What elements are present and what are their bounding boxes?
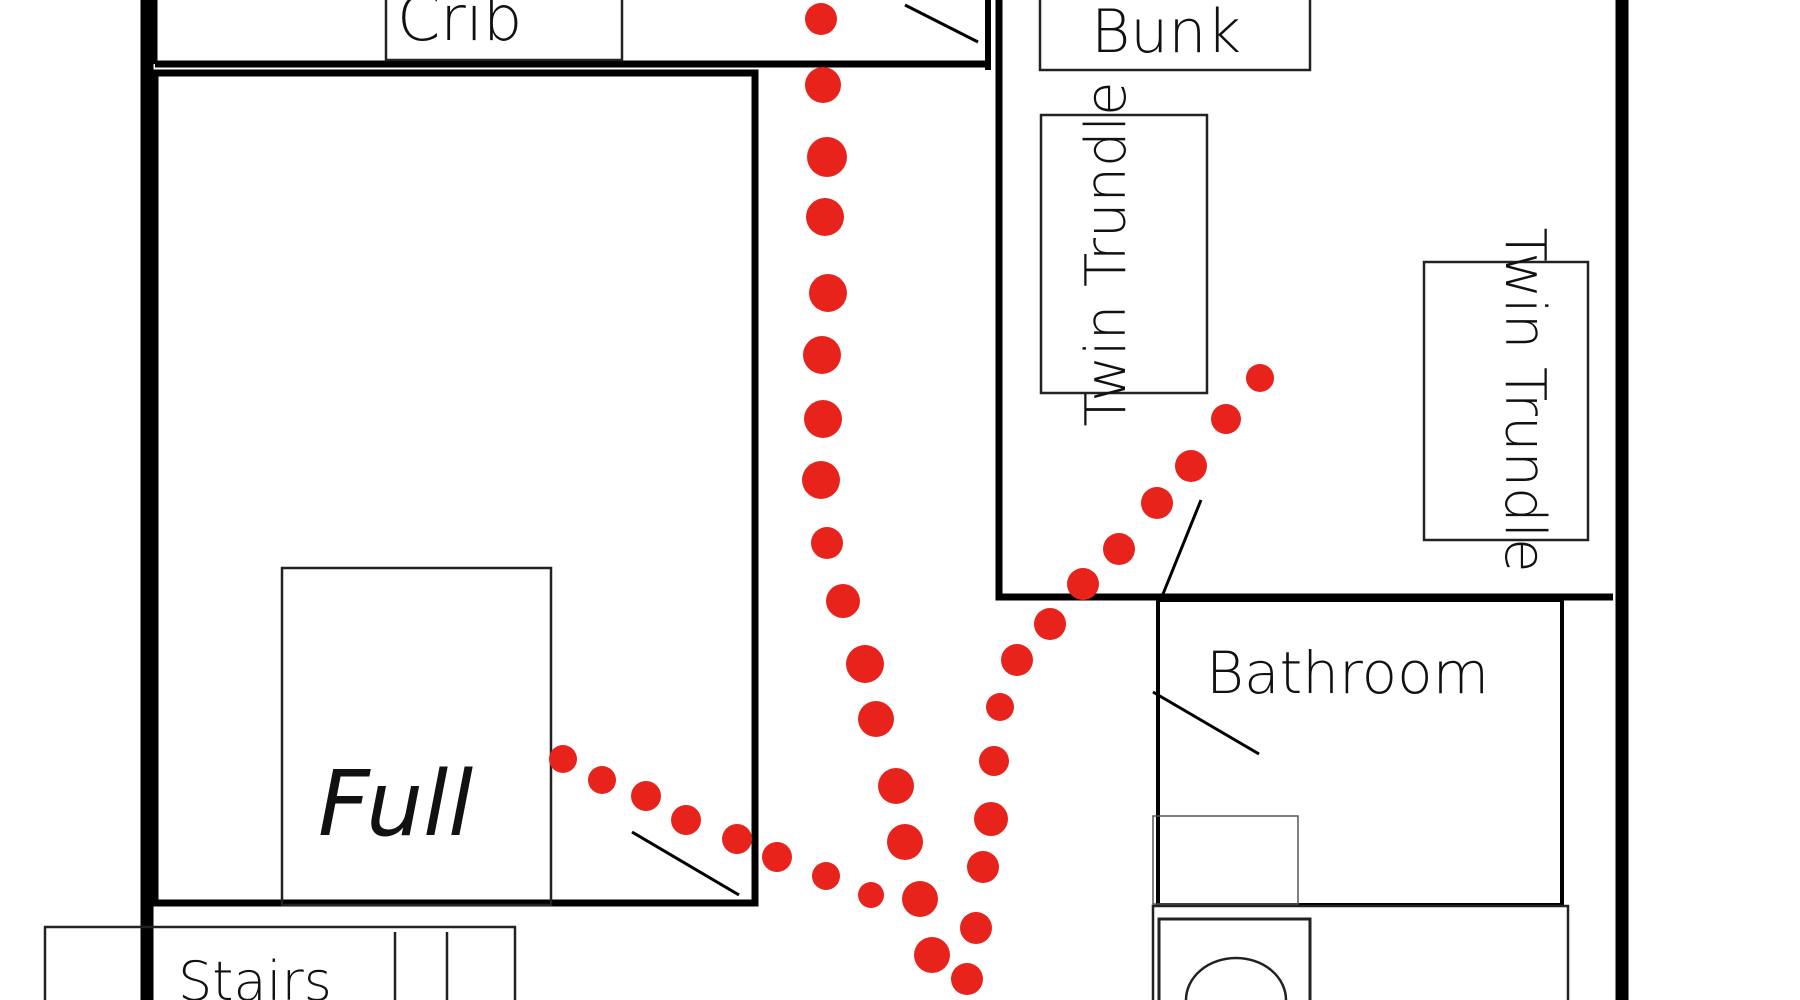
path-dot — [1001, 644, 1033, 676]
bathroom-fixture-outer — [1151, 904, 1570, 1000]
stairs-label: Stairs — [178, 950, 332, 1000]
path-dot — [812, 862, 840, 890]
path-dot — [979, 746, 1009, 776]
path-dot — [722, 824, 752, 854]
path-dot — [960, 912, 992, 944]
path-dot — [826, 584, 860, 618]
path-dot — [811, 527, 843, 559]
labels: Crib Bunk Twin Trundle Twin Trundle Full… — [178, 0, 1557, 1000]
path-dot — [807, 137, 847, 177]
twin-trundle-2-label: Twin Trundle — [1492, 227, 1557, 572]
full-bedroom-door — [631, 830, 740, 897]
stairs — [43, 925, 517, 1000]
path-dot — [549, 745, 577, 773]
bathroom-door — [1152, 690, 1260, 756]
full-bedroom-walls — [151, 69, 759, 907]
bunk-label: Bunk — [1091, 0, 1241, 67]
path-dot — [805, 3, 837, 35]
twin-trundle-bed-2 — [1422, 260, 1590, 542]
twin-trundle-1-label: Twin Trundle — [1074, 81, 1139, 426]
path-dot — [1175, 450, 1207, 482]
path-dot — [878, 768, 914, 804]
path-dot — [858, 701, 894, 737]
path-dot — [809, 274, 847, 312]
crib-room-door — [904, 3, 979, 44]
full-bed — [280, 566, 553, 907]
path-dot — [887, 824, 923, 860]
path-dot — [951, 963, 983, 995]
path-dots — [549, 3, 1274, 995]
toilet-tank — [1157, 917, 1312, 1000]
bunk-room-walls — [995, 0, 1613, 601]
path-dot — [1141, 487, 1173, 519]
walls — [140, 0, 1629, 1000]
path-dot — [914, 937, 950, 973]
path-dot — [1034, 608, 1066, 640]
path-dot — [1211, 404, 1241, 434]
crib — [384, 0, 624, 62]
toilet-bowl — [1184, 956, 1288, 1000]
twin-trundle-bed-1 — [1039, 113, 1209, 395]
path-dot — [588, 766, 616, 794]
path-dot — [986, 693, 1014, 721]
path-dot — [671, 805, 701, 835]
bunk-bed — [1038, 0, 1312, 72]
path-dot — [858, 882, 884, 908]
crib-label: Crib — [397, 0, 522, 55]
path-dot — [803, 336, 841, 374]
path-dot — [1103, 533, 1135, 565]
full-bed-label: Full — [318, 752, 473, 857]
furniture — [43, 0, 1590, 1000]
path-dot — [1067, 568, 1099, 600]
path-dot — [806, 198, 844, 236]
doors — [631, 3, 1260, 897]
path-dot — [631, 781, 661, 811]
path-dot — [805, 67, 841, 103]
path-dot — [974, 802, 1008, 836]
path-dot — [802, 461, 840, 499]
path-dot — [804, 400, 842, 438]
path-dot — [902, 881, 938, 917]
bunk-room-door — [1161, 499, 1203, 595]
path-dot — [846, 645, 884, 683]
path-dot — [967, 851, 999, 883]
bathroom-label: Bathroom — [1206, 639, 1489, 707]
vanity — [1152, 815, 1299, 905]
path-dot — [1246, 364, 1274, 392]
path-dot — [762, 842, 792, 872]
